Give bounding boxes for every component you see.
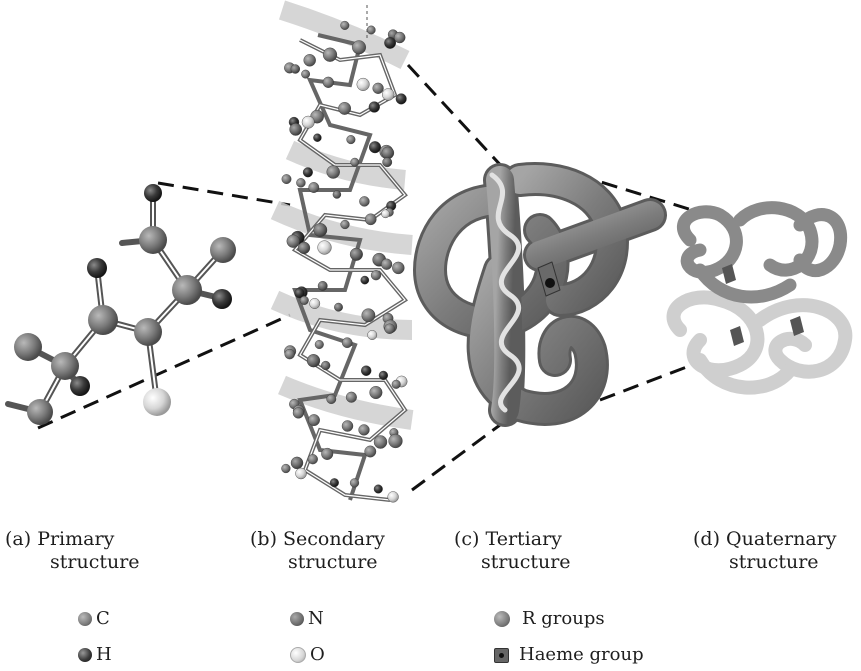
- legend-r-groups: R groups: [494, 608, 605, 630]
- primary-structure-model: [5, 184, 236, 425]
- caption-tertiary: (c) Tertiary structure: [454, 528, 571, 573]
- quaternary-structure: [666, 201, 853, 395]
- hydrogen-atom-icon: [78, 648, 92, 662]
- tertiary-structure-tube: [413, 162, 667, 427]
- caption-quaternary: (d) Quaternary structure: [693, 528, 837, 573]
- caption-primary: (a) Primary structure: [5, 528, 140, 573]
- connector-lines: [37, 63, 706, 492]
- r-group-icon: [494, 611, 510, 627]
- legend-nitrogen: N: [290, 608, 324, 630]
- secondary-structure-helix: [270, 0, 414, 503]
- haeme-group-icon: [494, 647, 509, 663]
- carbon-atom-icon: [78, 612, 92, 626]
- protein-structure-diagram: [5, 0, 853, 503]
- nitrogen-atom-icon: [290, 612, 304, 626]
- legend-oxygen: O: [290, 644, 325, 666]
- oxygen-atom-icon: [290, 647, 306, 663]
- legend-haeme-group: Haeme group: [494, 644, 644, 666]
- legend-carbon: C: [78, 608, 110, 630]
- legend-hydrogen: H: [78, 644, 112, 666]
- caption-secondary: (b) Secondary structure: [250, 528, 385, 573]
